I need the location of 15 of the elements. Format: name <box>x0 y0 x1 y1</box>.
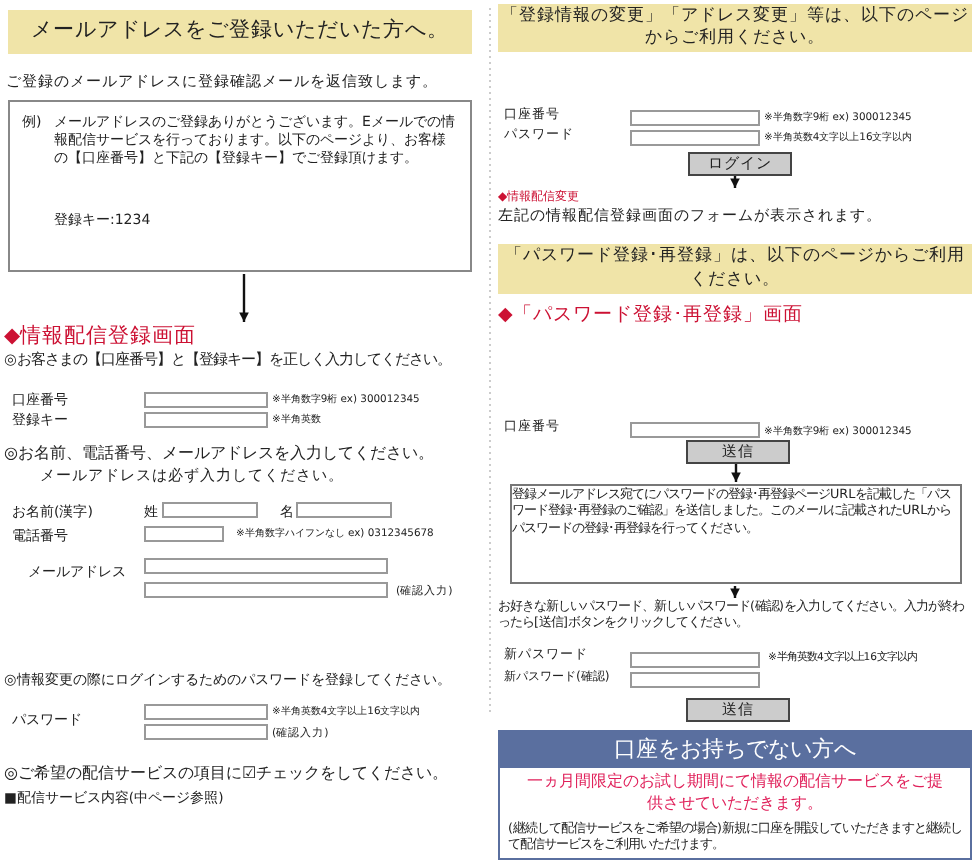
instruction-text: ◎ご希望の配信サービスの項目に☑チェックをしてください。 <box>4 764 449 784</box>
arrow <box>730 176 740 188</box>
section-heading: ◆情報配信登録画面 <box>4 324 476 352</box>
arrow <box>731 464 741 482</box>
example-box <box>8 100 472 272</box>
heading-band: 「パスワード登録･再登録」は、以下のページからご利用ください。 <box>498 244 972 294</box>
heading-band: メールアドレスをご登録いただいた方へ。 <box>8 10 472 54</box>
promo-text: 一ヵ月間限定のお試し期間にて情報の配信サービスをご提供させていただきます。 <box>525 770 945 816</box>
heading-band: 「登録情報の変更」「アドレス変更」等は、以下のページからご利用ください。 <box>498 4 972 52</box>
section-heading: ◆「パスワード登録･再登録」画面 <box>498 304 972 330</box>
panel-heading: 口座をお持ちでない方へ <box>500 732 970 769</box>
arrow <box>730 586 740 598</box>
arrow <box>239 274 249 322</box>
info-panel <box>498 730 972 861</box>
instruction-text: ◎お名前、電話番号、メールアドレスを入力してください。 <box>4 444 434 464</box>
